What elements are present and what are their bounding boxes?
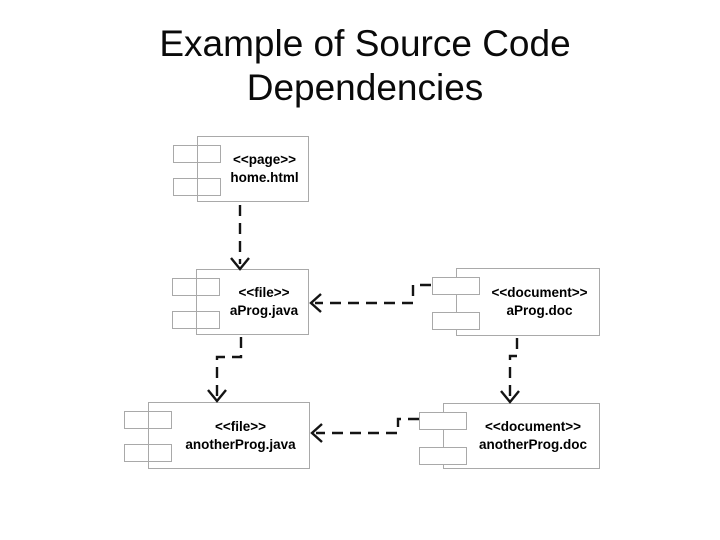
component-home-html: <<page>> home.html [173,136,309,202]
open-arrowhead-icon [207,389,227,403]
dependency-arrow-anotherdoc-to-anotherjava [310,417,419,443]
component-anotherprog-java: <<file>> anotherProg.java [124,402,310,469]
component-stereotype: <<page>> [232,152,297,167]
component-label: <<document>> aProg.doc [480,269,599,335]
component-name: aProg.java [229,303,299,318]
component-tab-icon [432,312,480,330]
component-tab-icon [124,411,172,429]
dependency-arrow-home-to-aprogjava [230,205,250,271]
dependency-arrow-aprogjava-to-anotherjava [207,337,243,403]
component-stereotype: <<document>> [484,419,582,434]
component-tab-icon [172,311,220,329]
component-tab-icon [419,412,467,430]
component-name: anotherProg.java [185,436,296,452]
component-aprog-java: <<file>> aProg.java [172,269,309,335]
component-aprog-doc: <<document>> aProg.doc [432,268,600,336]
component-label: <<file>> aProg.java [220,270,308,334]
component-tab-icon [419,447,467,465]
component-anotherprog-doc: <<document>> anotherProg.doc [419,403,600,469]
component-tab-icon [173,145,221,163]
component-name: home.html [230,170,299,185]
open-arrowhead-icon [230,257,250,271]
component-tab-icon [124,444,172,462]
component-tab-icon [432,277,480,295]
open-arrowhead-icon [310,423,323,443]
open-arrowhead-icon [500,390,520,404]
dependency-arrow-aprogdoc-to-aprogjava [309,283,431,313]
component-stereotype: <<file>> [214,418,267,434]
component-stereotype: <<document>> [491,285,588,300]
component-name: anotherProg.doc [478,437,587,452]
component-tab-icon [172,278,220,296]
component-label: <<document>> anotherProg.doc [467,404,599,468]
slide-title: Example of Source Code Dependencies [159,23,571,108]
component-tab-icon [173,178,221,196]
component-name: aProg.doc [506,303,573,318]
component-label: <<page>> home.html [221,137,308,201]
component-stereotype: <<file>> [238,285,290,300]
dependency-arrow-aprogdoc-to-anotherdoc [500,338,520,404]
component-label: <<file>> anotherProg.java [172,403,309,468]
open-arrowhead-icon [309,293,322,313]
